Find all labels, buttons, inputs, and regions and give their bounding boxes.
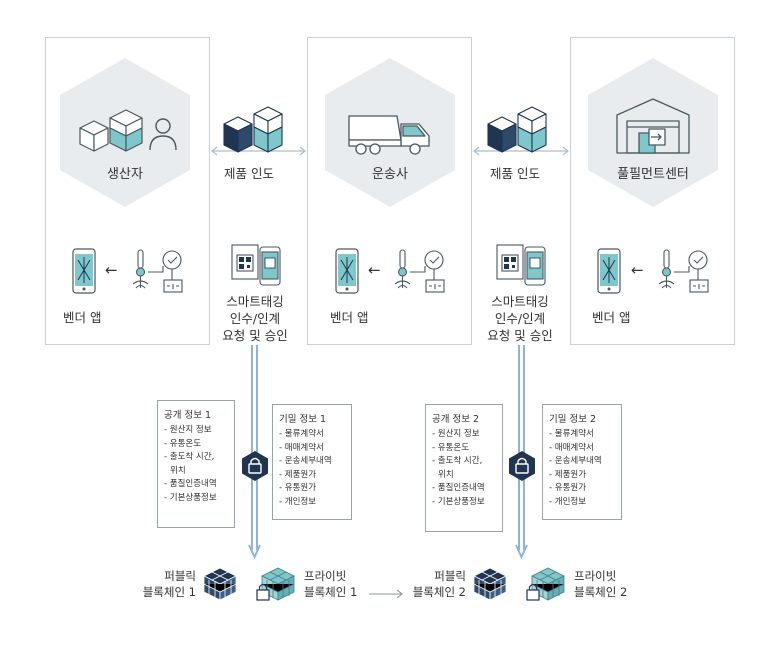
handover-label-1: 제품 인도 [224, 166, 274, 181]
smart-tag-line: 요청 및 승인 [222, 328, 288, 343]
public-info-doc-2: 공개 정보 2 - 원산지 정보 - 유통온도 - 출도착 시간, 위치 - 품… [425, 404, 503, 532]
handover-boxes-icon-1 [223, 106, 283, 153]
vendor-app-label-2: 벤더 앱 [330, 310, 369, 325]
qr-tag-icon [496, 244, 546, 286]
doc-title: 기밀 정보 2 [549, 414, 597, 425]
person-icon [149, 118, 177, 151]
vendor-app-label-1: 벤더 앱 [63, 310, 102, 325]
blockchain-label-line: 블록체인 2 [412, 585, 466, 599]
doc-item: - 품질인증내역 [432, 483, 485, 494]
arrow-left-icon: ← [368, 261, 381, 279]
doc-item: - 개인정보 [549, 496, 587, 507]
blockchain-label-line: 블록체인 2 [574, 585, 628, 599]
smart-tag-line: 스마트태깅 [226, 294, 284, 309]
doc-title: 기밀 정보 1 [279, 414, 327, 425]
doc-item: - 품질인증내역 [164, 479, 217, 490]
phone-icon [335, 248, 359, 294]
truck-icon [348, 115, 430, 155]
phone-icon [72, 248, 96, 294]
qr-tag-icon [231, 244, 281, 286]
doc-item: - 매매계약서 [279, 442, 324, 453]
public-blockchain-2-label: 퍼블릭 블록체인 2 [406, 568, 466, 600]
doc-title: 공개 정보 2 [432, 414, 480, 425]
doc-item: - 운송세부내역 [549, 456, 602, 467]
arrow-right-icon [369, 589, 403, 599]
doc-item: - 유통온도 [432, 442, 470, 453]
doc-item: - 유통원가 [279, 483, 317, 494]
producer-label: 생산자 [107, 167, 143, 182]
blockchain-label-line: 프라이빗 [574, 569, 617, 583]
doc-item: - 유통온도 [164, 438, 202, 449]
smart-tag-line: 인수/인계 [229, 311, 281, 326]
doc-item: - 제품원가 [549, 469, 587, 480]
private-info-doc-1: 기밀 정보 1 - 물류계약서 - 매매계약서 - 운송세부내역 - 제품원가 … [272, 404, 352, 520]
phone-icon [597, 248, 621, 294]
doc-item: 위치 [170, 465, 186, 476]
fulfillment-label: 풀필먼트센터 [617, 167, 689, 182]
sensor-icon [658, 249, 709, 293]
blockchain-label-line: 블록체인 1 [142, 585, 196, 599]
blockchain-label-line: 프라이빗 [304, 569, 347, 583]
flow-line-2 [515, 345, 528, 560]
sensor-icon [132, 249, 183, 293]
doc-item: - 물류계약서 [549, 429, 594, 439]
doc-item: 위치 [438, 469, 454, 480]
doc-item: - 매매계약서 [549, 442, 594, 453]
handover-arrow-1 [211, 146, 306, 156]
arrow-left-icon: ← [105, 261, 118, 279]
blockchain-cube-icon [526, 567, 565, 601]
carrier-label: 운송사 [372, 167, 408, 182]
blockchain-cube-icon [203, 567, 237, 601]
doc-item: - 기본상품정보 [164, 492, 217, 503]
doc-item: - 개인정보 [279, 496, 317, 507]
public-info-doc-1: 공개 정보 1 - 원산지 정보 - 유통온도 - 출도착 시간, 위치 - 품… [157, 400, 235, 528]
warehouse-icon [616, 98, 690, 154]
private-info-doc-2: 기밀 정보 2 - 물류계약서 - 매매계약서 - 운송세부내역 - 제품원가 … [542, 404, 622, 520]
smart-tag-line: 요청 및 승인 [487, 328, 553, 343]
lock-icon [242, 451, 268, 481]
handover-label-2: 제품 인도 [490, 166, 540, 181]
doc-title: 공개 정보 1 [164, 410, 212, 421]
doc-item: - 운송세부내역 [279, 456, 332, 467]
handover-arrow-2 [473, 146, 569, 156]
doc-item: - 유통원가 [549, 483, 587, 494]
blockchain-label-line: 퍼블릭 [434, 569, 466, 583]
blockchain-cube-icon [473, 567, 507, 601]
vendor-app-label-3: 벤더 앱 [592, 310, 631, 325]
sensor-icon [394, 249, 445, 293]
doc-item: - 원산지 정보 [432, 429, 480, 439]
doc-item: - 출도착 시간, [164, 452, 215, 463]
arrow-left-icon: ← [631, 261, 644, 279]
private-blockchain-2-label: 프라이빗 블록체인 2 [574, 568, 627, 600]
doc-item: - 제품원가 [279, 469, 317, 480]
doc-item: - 기본상품정보 [432, 496, 485, 507]
private-blockchain-1-label: 프라이빗 블록체인 1 [304, 568, 357, 600]
handover-boxes-icon-2 [487, 106, 547, 153]
public-blockchain-1-label: 퍼블릭 블록체인 1 [140, 568, 196, 600]
doc-item: - 원산지 정보 [164, 425, 212, 435]
blockchain-cube-icon [256, 567, 295, 601]
flow-line-1 [248, 345, 261, 560]
lock-icon [509, 451, 535, 481]
smart-tag-line: 인수/인계 [494, 311, 546, 326]
smart-tag-line: 스마트태깅 [491, 294, 549, 309]
doc-item: - 물류계약서 [279, 429, 324, 439]
boxes-icon [79, 109, 143, 152]
blockchain-label-line: 블록체인 1 [304, 585, 358, 599]
doc-item: - 출도착 시간, [432, 456, 483, 467]
blockchain-label-line: 퍼블릭 [164, 569, 196, 583]
